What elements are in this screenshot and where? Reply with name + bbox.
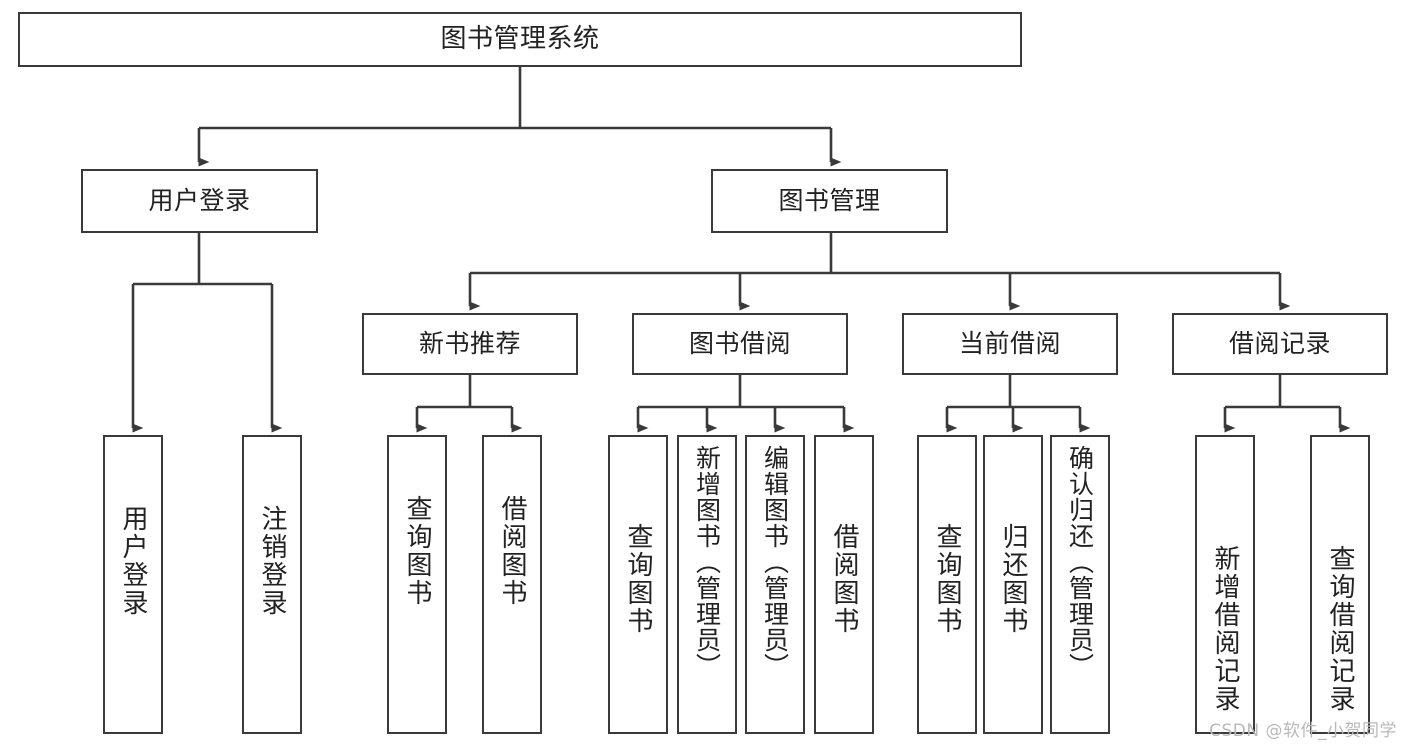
node-user-login[interactable]: 用户登录 — [81, 169, 318, 233]
node-borrow-record[interactable]: 借阅记录 — [1172, 313, 1388, 375]
leaf-add-borrow-record[interactable]: 新增借阅记录 — [1195, 435, 1255, 734]
leaf-user-login[interactable]: 用户登录 — [103, 435, 163, 734]
leaf-query-borrow-record[interactable]: 查询借阅记录 — [1310, 435, 1370, 734]
node-label: 新增图书（管理员） — [692, 445, 722, 679]
node-label: 图书管理 — [778, 186, 881, 216]
node-new-book-recommendation[interactable]: 新书推荐 — [362, 313, 578, 375]
node-label: 借阅图书 — [497, 495, 527, 607]
leaf-borrow-book[interactable]: 借阅图书 — [814, 435, 874, 734]
node-label: 查询图书 — [623, 523, 653, 635]
leaf-borrow-book-new[interactable]: 借阅图书 — [482, 435, 542, 734]
node-label: 编辑图书（管理员） — [760, 445, 790, 679]
node-label: 注销登录 — [257, 505, 287, 617]
node-current-borrow[interactable]: 当前借阅 — [902, 313, 1118, 375]
leaf-add-book-admin[interactable]: 新增图书（管理员） — [677, 435, 737, 734]
node-book-management[interactable]: 图书管理 — [711, 169, 948, 233]
node-label: 用户登录 — [148, 186, 251, 216]
node-label: 图书借阅 — [688, 329, 791, 359]
node-label: 当前借阅 — [958, 329, 1061, 359]
node-root-book-management-system[interactable]: 图书管理系统 — [18, 12, 1022, 67]
node-label: 新增借阅记录 — [1210, 545, 1240, 713]
node-book-borrow[interactable]: 图书借阅 — [632, 313, 848, 375]
node-label: 查询图书 — [932, 523, 962, 635]
leaf-query-book-current[interactable]: 查询图书 — [917, 435, 977, 734]
leaf-return-book[interactable]: 归还图书 — [983, 435, 1043, 734]
node-label: 借阅记录 — [1228, 329, 1331, 359]
node-label: 用户登录 — [118, 505, 148, 617]
leaf-user-logout[interactable]: 注销登录 — [242, 435, 302, 734]
node-label: 归还图书 — [998, 523, 1028, 635]
csdn-watermark: CSDN @软件_小贺同学 — [1209, 721, 1397, 741]
leaf-query-book-borrow[interactable]: 查询图书 — [608, 435, 668, 734]
node-label: 查询图书 — [402, 495, 432, 607]
node-label: 图书管理系统 — [440, 24, 600, 55]
leaf-confirm-return-admin[interactable]: 确认归还（管理员） — [1050, 435, 1110, 734]
node-label: 确认归还（管理员） — [1065, 445, 1095, 679]
node-label: 新书推荐 — [418, 329, 521, 359]
leaf-edit-book-admin[interactable]: 编辑图书（管理员） — [745, 435, 805, 734]
node-label: 借阅图书 — [829, 523, 859, 635]
leaf-query-book-new[interactable]: 查询图书 — [387, 435, 447, 734]
node-label: 查询借阅记录 — [1325, 545, 1355, 713]
